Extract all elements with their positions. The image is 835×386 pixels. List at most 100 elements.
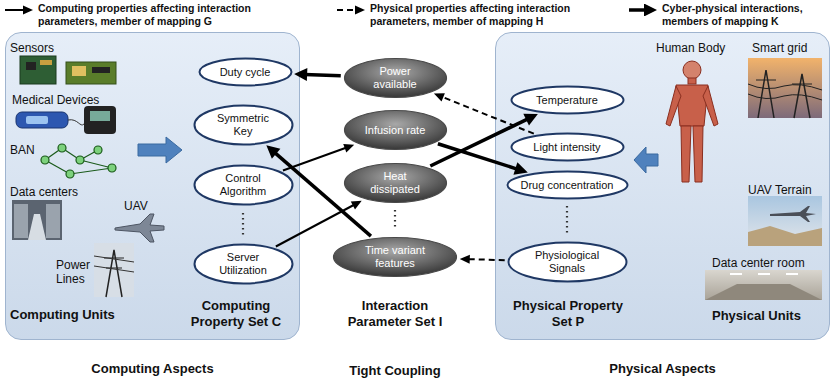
legend-line — [337, 9, 357, 11]
property-ellipse: Physiological Signals — [507, 241, 628, 283]
sensor-board-part — [40, 60, 52, 65]
data-center-photo-part — [46, 204, 60, 238]
human-body-figure-part — [683, 61, 701, 79]
data-center-photo-part — [28, 214, 46, 240]
property-ellipse-outline — [507, 172, 627, 199]
property-ellipse: Light intensity — [510, 132, 625, 162]
ban-network-part — [41, 156, 49, 164]
unit-label: UAV Terrain — [748, 183, 812, 197]
ban-network-part — [58, 144, 66, 152]
panel-heading-wrap: Physical Aspects — [496, 359, 829, 377]
unit-label: Power Lines — [56, 258, 96, 286]
uav-terrain-photo-part — [748, 196, 822, 246]
smart-grid-photo-part — [748, 94, 822, 100]
label-wrap: Data centers — [10, 182, 78, 200]
uav-terrain-photo-part — [748, 226, 822, 246]
section-label: Physical Units — [712, 308, 801, 324]
legend-line — [5, 9, 25, 11]
data-center-photo — [12, 200, 62, 240]
data-center-room-photo-part — [730, 273, 742, 275]
ellipse-label: Light intensity — [533, 141, 600, 154]
label-wrap: Power Lines — [56, 258, 96, 287]
data-center-room-photo — [705, 270, 822, 300]
unit-label: Smart grid — [752, 41, 807, 55]
sensor-board-part — [92, 67, 110, 73]
legend-text: Physical properties affecting interactio… — [370, 2, 618, 27]
legend-text: Computing properties affecting interacti… — [38, 2, 304, 27]
smart-grid-photo — [748, 58, 822, 118]
power-line-photo — [94, 243, 134, 297]
uav-terrain-photo-part — [770, 206, 816, 222]
legend-item: Physical properties affecting interactio… — [336, 2, 618, 27]
sensor-board-part — [66, 62, 116, 84]
ellipse-label: Temperature — [536, 94, 598, 107]
legend-item: Cyber-physical interactions, members of … — [628, 2, 833, 27]
property-ellipse: Symmetric Key — [193, 104, 294, 146]
property-ellipse-outline — [194, 166, 292, 205]
sensor-board-part — [26, 62, 36, 70]
data-center-room-photo-part — [705, 284, 822, 300]
ellipsis-dots-part — [394, 210, 396, 230]
smart-grid-photo-part — [748, 84, 822, 90]
connector — [294, 68, 341, 81]
medical-device-part — [16, 112, 68, 128]
ellipse-label: Physiological Signals — [529, 249, 605, 275]
arrowhead — [343, 144, 354, 152]
section-label: Tight Coupling — [349, 363, 440, 379]
label-wrap: Data center room — [712, 253, 805, 271]
legend-sample — [4, 4, 34, 16]
connector-line — [468, 259, 505, 260]
smart-grid-photo-part — [758, 70, 774, 118]
parameter-ellipse: Infusion rate — [343, 109, 448, 151]
uav-terrain-photo — [748, 196, 822, 246]
arrowhead — [434, 93, 445, 101]
data-center-photo-part — [12, 200, 62, 240]
section-label: Interaction Parameter Set I — [333, 298, 457, 330]
medical-device-part — [84, 106, 116, 134]
unit-label: UAV — [124, 199, 148, 213]
human-body-figure-part — [693, 126, 703, 182]
human-body-figure-part — [688, 78, 696, 84]
human-body-figure-part — [681, 126, 691, 182]
section-label: Physical Property Set P — [506, 298, 630, 330]
unit-label: Data centers — [10, 185, 78, 199]
section-label: Computing Units — [10, 307, 115, 323]
property-ellipse-outline — [511, 134, 623, 161]
panel-heading-wrap: Computing Aspects — [6, 359, 299, 377]
arrowhead — [23, 6, 33, 15]
data-center-room-photo-part — [705, 270, 822, 300]
label-wrap: Tight Coupling — [315, 361, 475, 379]
label-wrap: Human Body — [656, 38, 725, 56]
panel-heading: Computing Aspects — [91, 361, 213, 376]
label-wrap: BAN — [10, 140, 35, 158]
ban-network-part — [94, 146, 102, 154]
legend-sample — [336, 4, 366, 16]
parameter-ellipse-outline — [344, 111, 446, 150]
data-center-room-photo-part — [786, 273, 798, 275]
legend-item: Computing properties affecting interacti… — [4, 2, 304, 27]
label-wrap: Computing Units — [10, 305, 115, 323]
data-center-room-photo-part — [758, 273, 770, 275]
ban-network-part — [66, 170, 74, 178]
connector-line — [305, 74, 341, 75]
label-wrap: Physical Units — [712, 306, 801, 324]
legend-text: Cyber-physical interactions, members of … — [662, 2, 833, 27]
parameter-ellipse: Heat dissipated — [343, 162, 448, 204]
unit-label: Sensors — [10, 41, 54, 55]
power-line-photo-part — [94, 256, 134, 262]
label-wrap: UAV Terrain — [748, 180, 812, 198]
ellipse-label: Power available — [364, 65, 426, 91]
ellipse-label: Symmetric Key — [212, 112, 274, 138]
ellipse-label: Duty cycle — [220, 66, 271, 79]
panel-heading: Physical Aspects — [609, 361, 715, 376]
power-line-photo-part — [94, 266, 134, 272]
property-ellipse-outline — [199, 59, 291, 86]
sensor-board-part — [20, 56, 56, 84]
property-ellipse: Duty cycle — [198, 57, 293, 87]
label-wrap: Interaction Parameter Set I — [333, 298, 457, 330]
human-body-figure-part — [676, 85, 708, 126]
smart-grid-photo-part — [756, 80, 776, 81]
ellipse-label: Heat dissipated — [364, 170, 426, 196]
arrowhead — [351, 201, 362, 210]
parameter-ellipse-outline — [334, 238, 457, 277]
